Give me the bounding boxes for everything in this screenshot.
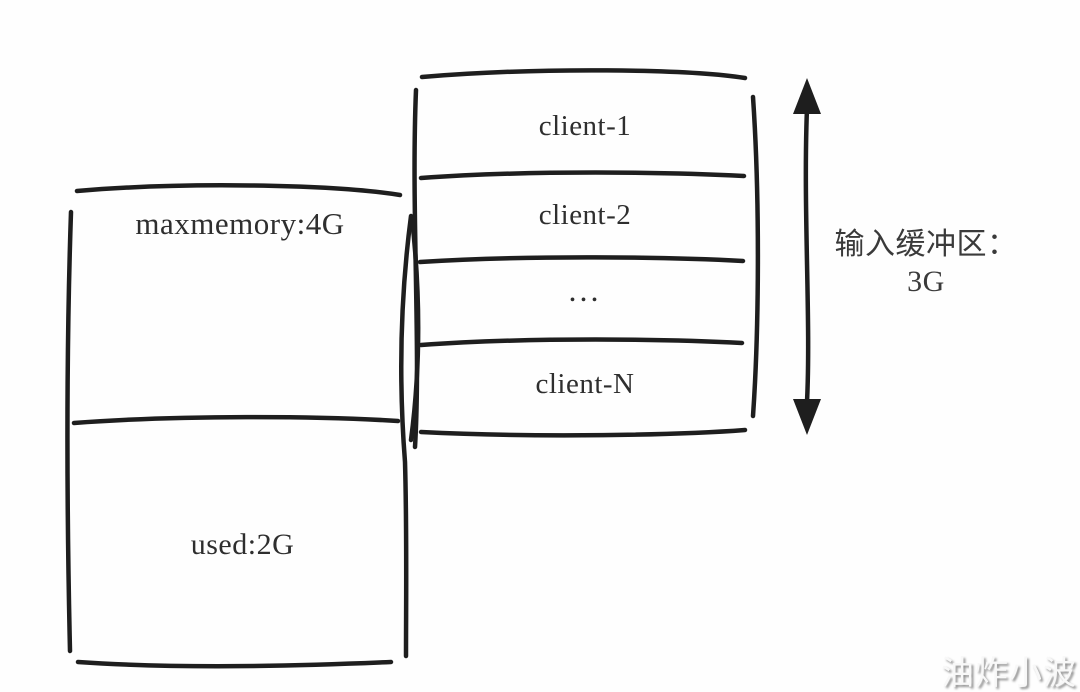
client-row-label-1: client-1 — [538, 110, 632, 142]
client-stack-top-edge — [419, 68, 748, 81]
client-row-label-ellipsis: ... — [568, 272, 602, 308]
input-buffer-annotation: 输入缓冲区： 3G — [808, 226, 1044, 300]
memory-box-left-edge — [65, 209, 74, 654]
height-arrow-shaft — [803, 105, 811, 405]
input-buffer-value: 3G — [907, 265, 945, 298]
client-stack-right-edge — [750, 94, 761, 419]
client-stack-divider-3 — [418, 337, 745, 348]
input-buffer-title: 输入缓冲区： — [834, 228, 1018, 261]
client-stack-left-edge — [412, 87, 420, 450]
client-stack-bottom-edge — [418, 427, 748, 438]
memory-box-right-edge — [399, 213, 414, 659]
client-stack-divider-1 — [418, 170, 747, 181]
client-row-label-n: client-N — [535, 368, 635, 400]
memory-box-top-edge — [74, 183, 403, 198]
used-memory-label: used:2G — [190, 528, 295, 561]
memory-box-divider — [71, 414, 401, 426]
watermark-text: 油炸小波 — [941, 654, 1077, 691]
client-stack-divider-2 — [417, 255, 746, 265]
height-arrow-head-up — [793, 78, 821, 114]
maxmemory-label: maxmemory:4G — [135, 206, 345, 241]
height-arrow-head-down — [793, 399, 821, 435]
memory-box-bottom-edge — [75, 659, 394, 669]
client-row-label-2: client-2 — [538, 199, 632, 231]
